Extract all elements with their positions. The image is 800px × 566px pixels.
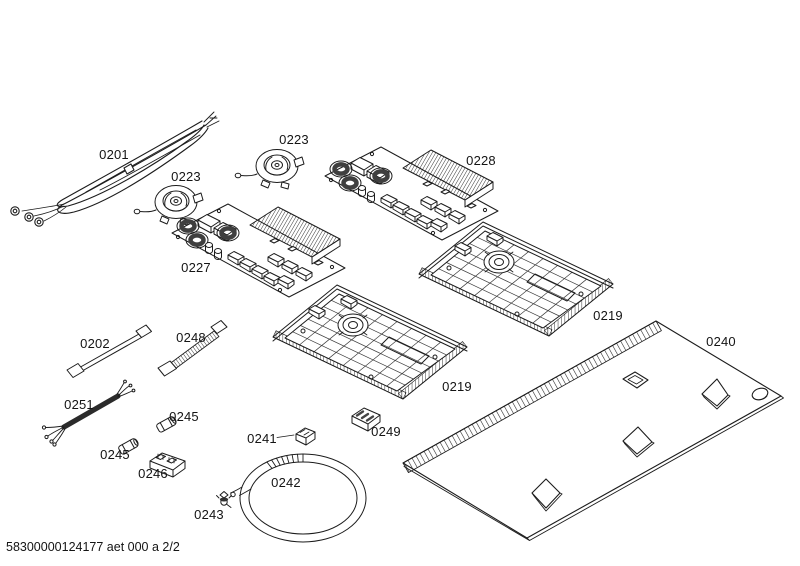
part-label-base-tray-right: 0219	[593, 308, 623, 323]
base-tray-left-art	[273, 285, 467, 399]
part-label-power-board-left: 0227	[181, 260, 211, 275]
part-label-connector-block: 0249	[371, 424, 401, 439]
part-label-hose-ring: 0242	[271, 475, 301, 490]
fuse-holder-art	[149, 452, 186, 478]
ribbon-cable-art	[66, 324, 152, 378]
part-label-fuse-holder: 0246	[138, 466, 168, 481]
base-tray-right-art	[419, 222, 613, 336]
part-label-cable-clamp: 0241	[247, 431, 277, 446]
label-leader-line	[276, 434, 295, 438]
part-label-mains-cable: 0201	[99, 147, 129, 162]
part-label-fuse-lower: 0245	[100, 447, 130, 462]
document-code: 58300000124177 aet 000 a 2/2	[6, 540, 180, 554]
part-label-fan-top: 0223	[279, 132, 309, 147]
part-label-fan-left: 0223	[171, 169, 201, 184]
part-label-glass-ceramic-top: 0240	[706, 334, 736, 349]
part-label-power-board-right: 0228	[466, 153, 496, 168]
supply-cable-art	[41, 379, 136, 447]
cooling-fan-top-art	[234, 149, 305, 190]
hose-ring-art	[230, 453, 367, 543]
fixing-clip-art	[216, 491, 232, 508]
cable-clamp-art	[276, 427, 316, 446]
part-label-fixing-clip: 0243	[194, 507, 224, 522]
connector-block-art	[351, 407, 381, 432]
part-label-supply-cable: 0251	[64, 397, 94, 412]
part-label-fuse-upper: 0245	[169, 409, 199, 424]
part-label-base-tray-left: 0219	[442, 379, 472, 394]
power-board-left-art	[172, 204, 345, 297]
glass-ceramic-art	[402, 320, 784, 541]
flat-cable-art	[157, 320, 228, 377]
mains-cable-art	[10, 111, 220, 227]
part-label-ribbon-cable: 0202	[80, 336, 110, 351]
part-label-flat-cable: 0248	[176, 330, 206, 345]
